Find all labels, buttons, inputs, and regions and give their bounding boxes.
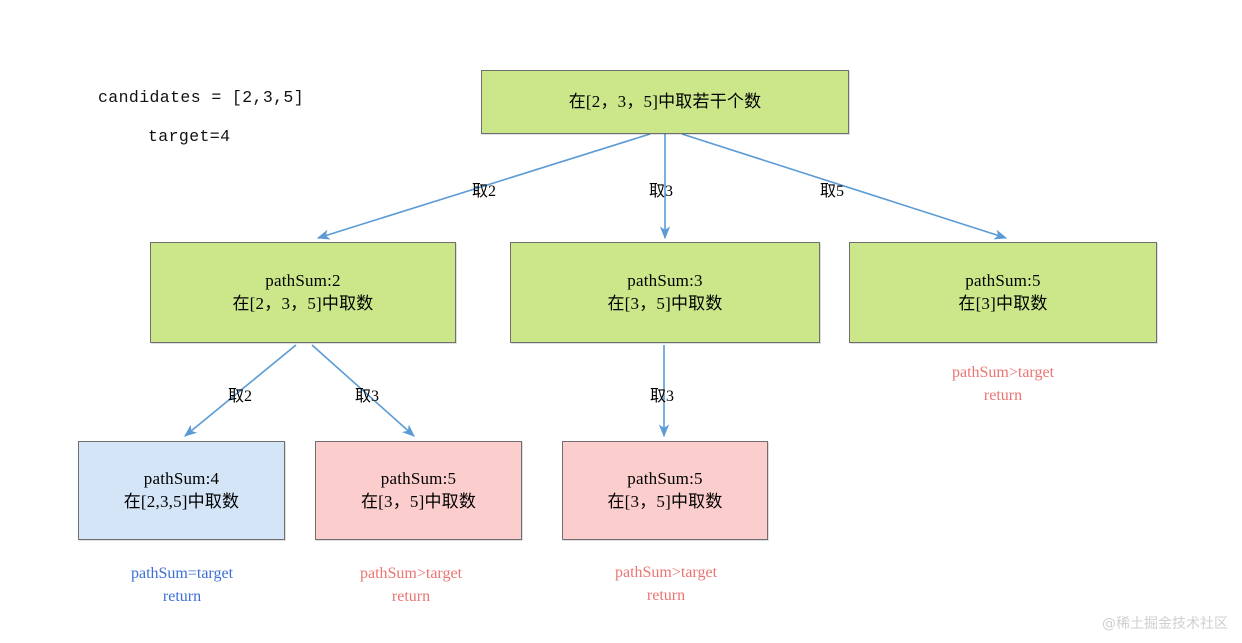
node-pathsum-5-left-line-1: pathSum:5: [380, 468, 457, 488]
edge-label-root-take3: 取3: [649, 183, 674, 200]
edge-label-l2-take2: 取2: [228, 388, 253, 405]
caption-found-target-line-2: return: [162, 588, 202, 606]
edge-label-root-take2: 取2: [472, 183, 497, 200]
node-pathsum-5-left[interactable]: pathSum:5 在[3，5]中取数: [315, 441, 522, 540]
node-pathsum-2-line-1: pathSum:2: [265, 270, 341, 290]
edge-label-l2-take3: 取3: [355, 388, 380, 405]
node-pathsum-5-left-line-2: 在[3，5]中取数: [360, 491, 477, 511]
node-pathsum-2[interactable]: pathSum:2 在[2，3，5]中取数: [150, 242, 456, 343]
node-pathsum-2-line-2: 在[2，3，5]中取数: [232, 293, 374, 313]
caption-take5-over: pathSum>target return: [903, 361, 1103, 407]
caption-take5-over-line-2: return: [983, 387, 1023, 405]
node-root-line-1: 在[2，3，5]中取若干个数: [568, 91, 762, 111]
caption-over-left: pathSum>target return: [311, 562, 511, 608]
node-root[interactable]: 在[2，3，5]中取若干个数: [481, 70, 849, 134]
node-pathsum-5-right-line-1: pathSum:5: [965, 270, 1041, 290]
caption-over-mid: pathSum>target return: [566, 561, 766, 607]
node-pathsum-5-mid-line-2: 在[3，5]中取数: [607, 491, 723, 511]
watermark: @稀土掘金技术社区: [1102, 616, 1228, 632]
node-pathsum-3-line-1: pathSum:3: [627, 270, 703, 290]
node-pathsum-5-mid-line-1: pathSum:5: [627, 468, 703, 488]
caption-take5-over-line-1: pathSum>target: [951, 364, 1055, 381]
caption-found-target: pathSum=target return: [82, 562, 282, 608]
caption-over-mid-line-2: return: [646, 587, 686, 605]
candidates-text: candidates = [2,3,5]: [98, 88, 305, 107]
node-pathsum-5-right-line-2: 在[3]中取数: [958, 293, 1048, 313]
node-pathsum-4-line-2: 在[2,3,5]中取数: [123, 491, 240, 511]
caption-over-mid-line-1: pathSum>target: [614, 564, 718, 581]
node-pathsum-3-line-2: 在[3，5]中取数: [607, 293, 723, 313]
node-pathsum-4[interactable]: pathSum:4 在[2,3,5]中取数: [78, 441, 285, 540]
target-text: target=4: [148, 127, 231, 146]
node-pathsum-5-right[interactable]: pathSum:5 在[3]中取数: [849, 242, 1157, 343]
caption-over-left-line-1: pathSum>target: [359, 565, 463, 582]
node-pathsum-3[interactable]: pathSum:3 在[3，5]中取数: [510, 242, 820, 343]
edge-label-root-take5: 取5: [820, 183, 845, 200]
edge-label-l2mid-take3: 取3: [650, 388, 675, 405]
caption-found-target-line-1: pathSum=target: [130, 565, 234, 582]
node-pathsum-5-mid[interactable]: pathSum:5 在[3，5]中取数: [562, 441, 768, 540]
caption-over-left-line-2: return: [391, 588, 431, 606]
node-pathsum-4-line-1: pathSum:4: [143, 468, 220, 488]
